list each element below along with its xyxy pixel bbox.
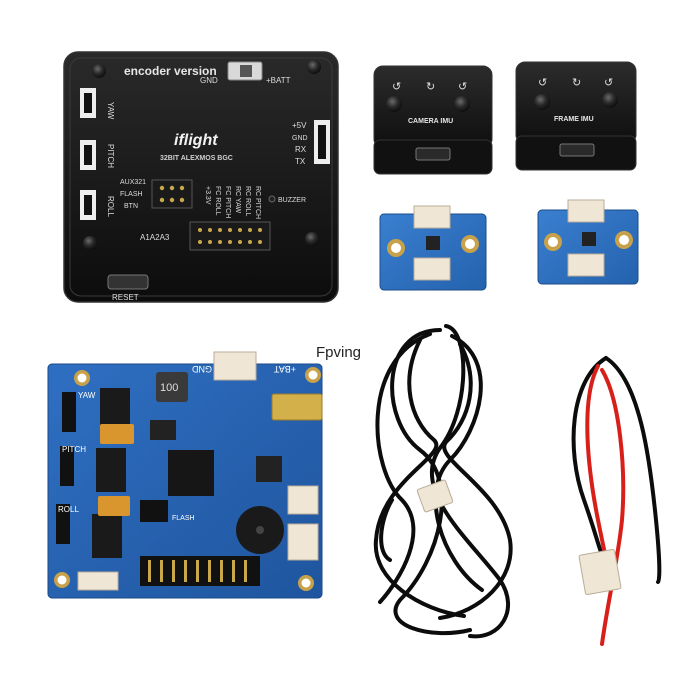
reset-label: RESET xyxy=(112,293,139,302)
btn-label: BTN xyxy=(124,203,138,210)
mini-imu-board xyxy=(379,205,487,291)
screw-icon xyxy=(305,232,319,246)
screw-icon xyxy=(307,60,321,74)
screw-icon xyxy=(534,94,550,110)
pitch-header[interactable] xyxy=(80,140,96,170)
mini-connector[interactable] xyxy=(567,199,605,223)
yaw-label: YAW xyxy=(106,102,115,120)
pcb-imu-connector[interactable] xyxy=(287,485,319,515)
axis-y-icon: ↻ xyxy=(426,81,435,93)
pcb-yaw-header[interactable] xyxy=(62,392,76,432)
controller-pcb: 100 GND +BAT YAW PITCH ROLL xyxy=(47,351,323,599)
pcb-roll-label: ROLL xyxy=(58,505,79,514)
power-wire xyxy=(571,356,662,646)
controller-title: encoder version xyxy=(124,64,217,78)
roll-label: ROLL xyxy=(106,196,115,217)
batt-label: +BATT xyxy=(266,76,291,85)
reset-button[interactable] xyxy=(107,274,149,290)
gnd-label: GND xyxy=(200,76,218,85)
frame-imu-port[interactable] xyxy=(559,143,595,157)
pcb-gnd-label: GND xyxy=(192,364,213,374)
aux-label: AUX321 xyxy=(120,179,146,186)
buzzer-led xyxy=(268,195,276,203)
pcb-pitch-label: PITCH xyxy=(62,445,86,454)
pcb-imu-connector[interactable] xyxy=(287,523,319,561)
watermark: Fpving xyxy=(316,344,361,361)
rcroll-label: RC ROLL xyxy=(244,186,251,216)
pcb-flash-label: FLASH xyxy=(172,515,195,522)
rcyaw-label: RC YAW xyxy=(234,186,241,213)
roll-header[interactable] xyxy=(80,190,96,220)
pcb-roll-header[interactable] xyxy=(56,504,70,544)
rc-header[interactable] xyxy=(189,221,271,251)
v33-label: +3.3V xyxy=(204,186,211,205)
yaw-header[interactable] xyxy=(80,88,96,118)
screw-icon xyxy=(386,96,402,112)
screw-icon xyxy=(602,92,618,108)
camera-imu-label: CAMERA IMU xyxy=(408,118,453,125)
pcb-small-connector[interactable] xyxy=(77,571,119,591)
flash-label: FLASH xyxy=(120,191,143,198)
rx-label: RX xyxy=(295,145,307,154)
brand-logo: iflight xyxy=(174,132,218,149)
mini-connector[interactable] xyxy=(413,205,451,229)
axis-x-icon: ↺ xyxy=(392,81,401,93)
usb-port[interactable] xyxy=(271,393,323,421)
fcpitch-label: FC PITCH xyxy=(224,186,231,218)
screw-icon xyxy=(92,64,106,78)
camera-imu-port[interactable] xyxy=(415,147,451,161)
pitch-label: PITCH xyxy=(106,144,115,168)
pcb-rc-header[interactable] xyxy=(140,556,260,586)
black-cable xyxy=(373,324,513,639)
gnd2-label: GND xyxy=(292,135,308,142)
frame-imu-label: FRAME IMU xyxy=(554,116,594,123)
axis-x-icon: ↺ xyxy=(538,77,547,89)
screw-icon xyxy=(454,96,470,112)
plus5v-label: +5V xyxy=(292,121,307,130)
mini-imu-board xyxy=(537,199,639,285)
aux-header[interactable] xyxy=(151,179,193,209)
serial-header[interactable] xyxy=(314,120,330,164)
tx-label: TX xyxy=(295,157,306,166)
model-label: 32BIT ALEXMOS BGC xyxy=(160,155,233,162)
pcb-yaw-label: YAW xyxy=(78,391,96,400)
axis-y-icon: ↻ xyxy=(572,77,581,89)
fcroll-label: FC ROLL xyxy=(214,186,221,216)
controller-case: encoder version GND +BATT iflight 32BIT … xyxy=(63,51,339,303)
axis-z-icon: ↺ xyxy=(458,81,467,93)
power-wire-connector[interactable] xyxy=(578,548,622,596)
black-cable-connector[interactable] xyxy=(416,479,454,513)
pcb-batt-label: +BAT xyxy=(273,364,296,374)
pcb-pitch-header[interactable] xyxy=(60,446,74,486)
a123-label: A1A2A3 xyxy=(140,233,170,242)
screw-icon xyxy=(83,236,97,250)
pcb-power-connector[interactable] xyxy=(213,351,257,381)
camera-imu: ↺ ↻ ↺ CAMERA IMU xyxy=(373,65,493,175)
mini-connector[interactable] xyxy=(413,257,451,281)
inductor-label: 100 xyxy=(160,382,178,394)
rcpitch-label: RC PITCH xyxy=(254,186,261,219)
mini-connector[interactable] xyxy=(567,253,605,277)
frame-imu: ↺ ↻ ↺ FRAME IMU xyxy=(515,61,637,171)
axis-z-icon: ↺ xyxy=(604,77,613,89)
buzzer-label: BUZZER xyxy=(278,197,306,204)
